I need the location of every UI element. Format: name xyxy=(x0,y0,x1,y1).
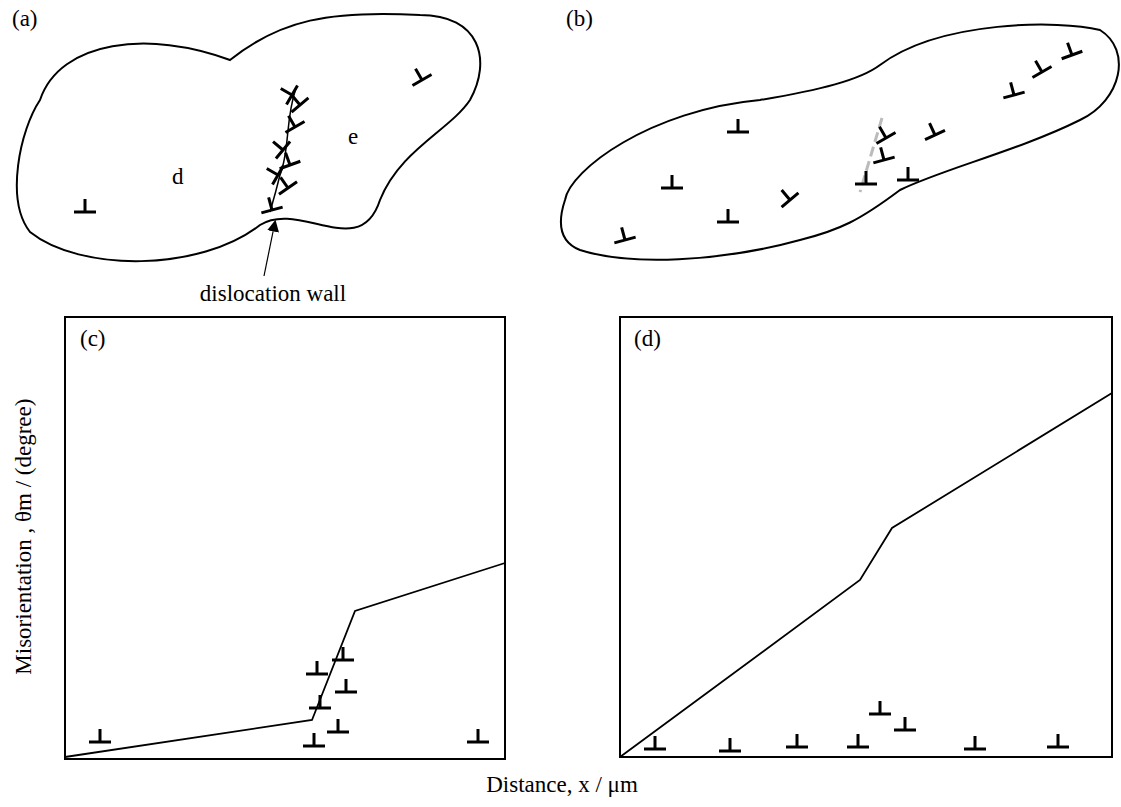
panel-label: (a) xyxy=(12,6,38,31)
grain-label: d xyxy=(172,164,184,189)
axis-label: Distance, x / μm xyxy=(486,772,638,797)
axis-label: Misorientation , θm / (degree) xyxy=(11,399,36,675)
grain-label: e xyxy=(348,124,358,149)
panel-label: (c) xyxy=(80,326,106,351)
panel-label: (b) xyxy=(566,6,593,31)
panel-label: (d) xyxy=(634,326,661,351)
annotation: dislocation wall xyxy=(200,281,346,306)
